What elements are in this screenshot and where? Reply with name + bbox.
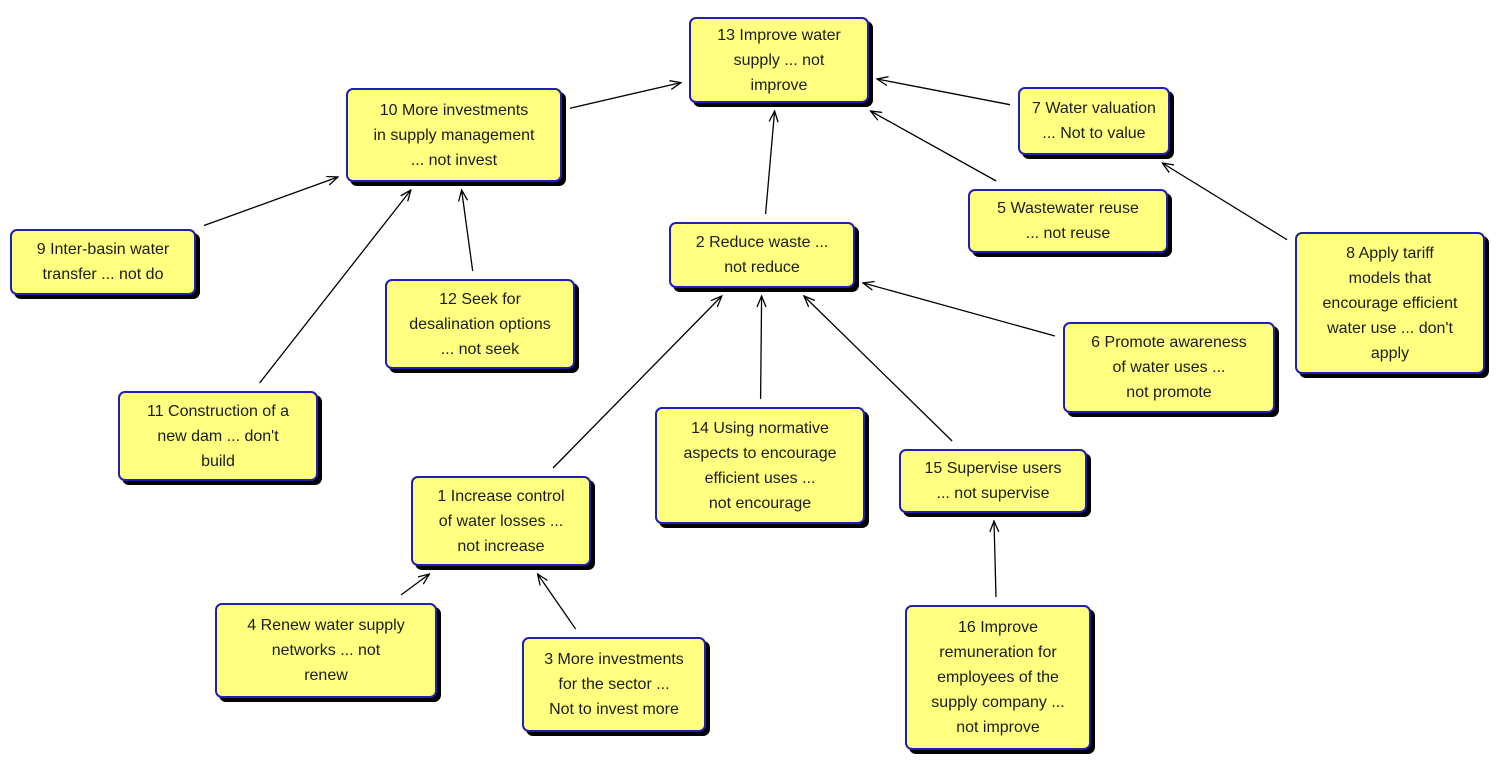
node-6-label: 6 Promote awareness of water uses ... no… (1091, 334, 1247, 401)
node-7-label: 7 Water valuation ... Not to value (1032, 100, 1156, 142)
arrow-n12-to-n10 (462, 190, 474, 272)
node-15-label: 15 Supervise users ... not supervise (924, 460, 1062, 502)
node-12-desalination[interactable]: 12 Seek for desalination options ... not… (385, 279, 575, 369)
arrow-n7-to-n13 (877, 79, 1011, 106)
arrow-n4-to-n1 (400, 574, 429, 596)
node-10-label: 10 More investments in supply management… (373, 101, 535, 169)
arrow-n2-to-n13 (764, 111, 775, 215)
node-5-label: 5 Wastewater reuse ... not reuse (997, 200, 1139, 242)
arrow-n14-to-n2 (761, 296, 762, 400)
arrow-n16-to-n15 (994, 521, 996, 598)
node-1-water-losses-control[interactable]: 1 Increase control of water losses ... n… (411, 476, 591, 566)
node-14-normative-aspects[interactable]: 14 Using normative aspects to encourage … (655, 407, 865, 524)
node-2-reduce-waste[interactable]: 2 Reduce waste ... not reduce (669, 222, 855, 288)
node-6-promote-awareness[interactable]: 6 Promote awareness of water uses ... no… (1063, 322, 1275, 413)
node-4-renew-networks[interactable]: 4 Renew water supply networks ... not re… (215, 603, 437, 698)
node-8-tariff-models[interactable]: 8 Apply tariff models that encourage eff… (1295, 232, 1485, 374)
node-9-inter-basin-transfer[interactable]: 9 Inter-basin water transfer ... not do (10, 229, 196, 295)
node-16-label: 16 Improve remuneration for employees of… (931, 619, 1065, 736)
arrow-n5-to-n13 (871, 111, 997, 182)
node-11-label: 11 Construction of a new dam ... don't b… (146, 402, 289, 470)
arrow-n1-to-n2 (552, 296, 722, 469)
node-13-label: 13 Improve water supply ... not improve (717, 26, 841, 94)
node-9-label: 9 Inter-basin water transfer ... not do (36, 241, 170, 283)
node-2-label: 2 Reduce waste ... not reduce (695, 234, 829, 276)
node-11-new-dam[interactable]: 11 Construction of a new dam ... don't b… (118, 391, 318, 481)
arrow-n8-to-n7 (1162, 163, 1288, 241)
arrow-n15-to-n2 (804, 296, 953, 442)
arrow-n11-to-n10 (259, 190, 411, 384)
node-13-improve-water-supply[interactable]: 13 Improve water supply ... not improve (689, 17, 869, 103)
arrow-n3-to-n1 (538, 574, 577, 630)
node-4-label: 4 Renew water supply networks ... not re… (247, 617, 405, 684)
arrow-n6-to-n2 (863, 283, 1056, 337)
node-3-label: 3 More investments for the sector ... No… (544, 651, 684, 718)
node-7-water-valuation[interactable]: 7 Water valuation ... Not to value (1018, 87, 1170, 155)
node-16-improve-remuneration[interactable]: 16 Improve remuneration for employees of… (905, 605, 1091, 750)
node-1-label: 1 Increase control of water losses ... n… (437, 487, 565, 555)
node-14-label: 14 Using normative aspects to encourage … (683, 419, 837, 512)
arrow-n9-to-n10 (203, 177, 338, 227)
node-8-label: 8 Apply tariff models that encourage eff… (1322, 244, 1458, 362)
node-5-wastewater-reuse[interactable]: 5 Wastewater reuse ... not reuse (968, 189, 1168, 253)
node-12-label: 12 Seek for desalination options ... not… (409, 290, 551, 358)
node-3-sector-investments[interactable]: 3 More investments for the sector ... No… (522, 637, 706, 732)
node-15-supervise-users[interactable]: 15 Supervise users ... not supervise (899, 449, 1087, 513)
arrow-n10-to-n13 (569, 83, 681, 109)
node-10-supply-investments[interactable]: 10 More investments in supply management… (346, 88, 562, 182)
